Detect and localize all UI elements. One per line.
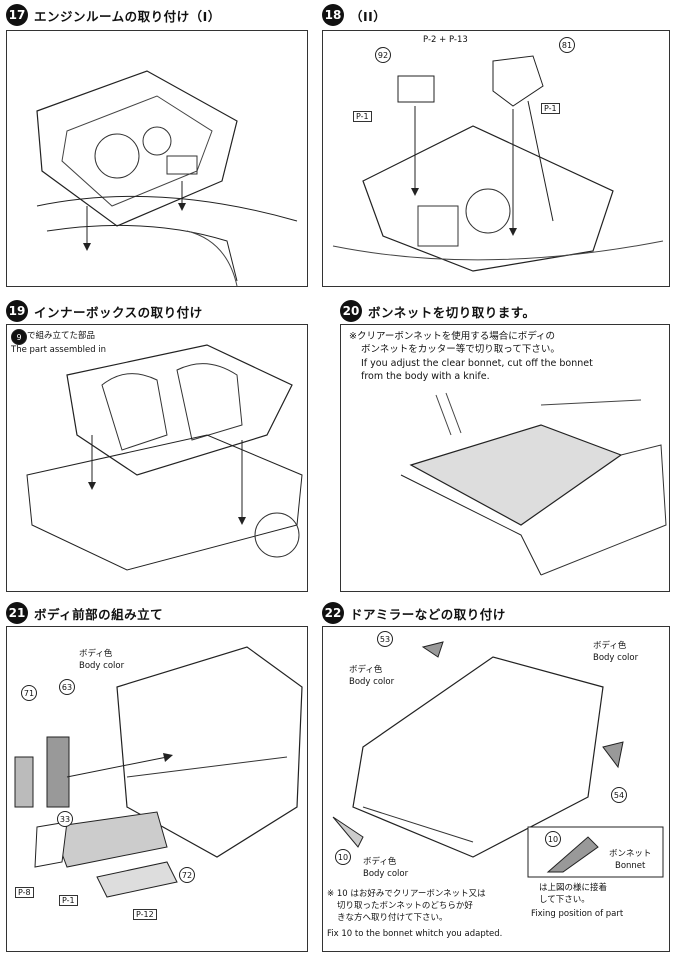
note-en: The part assembled in <box>11 345 107 355</box>
step-number: 21 <box>6 602 28 624</box>
body-color-jp: ボディ色 <box>593 641 627 651</box>
step-number: 20 <box>340 300 362 322</box>
inset-note-en: Fixing position of part <box>531 909 624 919</box>
engine-parts-illustration <box>332 55 664 272</box>
part-71-marker: 71 <box>21 685 37 701</box>
step-title: ドアミラーなどの取り付け <box>350 606 506 622</box>
note-jp-1: ※クリアーボンネットを使用する場合にボディの <box>349 331 556 342</box>
body-color-jp: ボディ色 <box>363 857 397 867</box>
step-17-header: 17 エンジンルームの取り付け（I） <box>6 4 221 26</box>
step-title: ボディ前部の組み立て <box>34 606 164 622</box>
step-21-header: 21 ボディ前部の組み立て <box>6 602 163 624</box>
body-color-en: Body color <box>363 869 409 879</box>
body-color-en: Body color <box>79 661 125 671</box>
note-en-1: If you adjust the clear bonnet, cut off … <box>361 358 593 369</box>
sprue-label: P-8 <box>15 887 34 898</box>
part-33-marker: 33 <box>57 811 73 827</box>
door-mirror-illustration <box>332 641 664 878</box>
step-18-panel: 92 81 P-2 + P-13 P-1 P-1 <box>322 30 670 287</box>
footnote-jp-2: 切り取ったボンネットのどちらか好 <box>337 901 473 911</box>
footnote-jp-3: きな方へ取り付けて下さい。 <box>337 913 448 923</box>
step-number: 22 <box>322 602 344 624</box>
footnote-jp-1: ※ 10 はお好みでクリアーボンネット又は <box>327 889 486 899</box>
sprue-label: P-1 <box>59 895 78 906</box>
step-22-header: 22 ドアミラーなどの取り付け <box>322 602 506 624</box>
front-body-illustration <box>14 646 303 898</box>
note-jp-2: ボンネットをカッター等で切り取って下さい。 <box>361 344 560 355</box>
step-19-panel: 9 で組み立てた部品 The part assembled in <box>6 324 308 592</box>
part-10-marker: 10 <box>335 849 351 865</box>
step-ref-marker: 9 <box>11 329 27 345</box>
step-20-header: 20 ボンネットを切り取ります。 <box>340 300 536 322</box>
sprue-label: P-2 + P-13 <box>423 35 468 45</box>
inset-note-jp-1: は上図の様に接着 <box>539 883 608 893</box>
step-number: 17 <box>6 4 28 26</box>
inset-bonnet-jp: ボンネット <box>609 849 652 859</box>
part-54-marker: 54 <box>611 787 627 803</box>
sprue-label: P-1 <box>541 103 560 114</box>
body-color-jp: ボディ色 <box>79 649 113 659</box>
body-color-en: Body color <box>349 677 395 687</box>
step-number: 19 <box>6 300 28 322</box>
step-19-header: 19 インナーボックスの取り付け <box>6 300 203 322</box>
step-title: エンジンルームの取り付け（I） <box>34 8 221 24</box>
step-title: インナーボックスの取り付け <box>34 304 203 320</box>
step-number: 18 <box>322 4 344 26</box>
bonnet-cut-illustration <box>400 392 667 576</box>
inset-part-marker: 10 <box>545 831 561 847</box>
inset-note-jp-2: して下さい。 <box>539 895 590 905</box>
part-92-marker: 92 <box>375 47 391 63</box>
step-title: ボンネットを切り取ります。 <box>368 304 536 320</box>
footnote-en: Fix 10 to the bonnet whitch you adapted. <box>327 929 503 939</box>
step-title: （II） <box>350 8 387 24</box>
inner-box-illustration <box>26 344 303 571</box>
step-20-panel: ※クリアーボンネットを使用する場合にボディの ボンネットをカッター等で切り取って… <box>340 324 670 592</box>
note-en-2: from the body with a knife. <box>361 371 490 382</box>
part-72-marker: 72 <box>179 867 195 883</box>
engine-room-illustration <box>36 70 298 286</box>
step-21-panel: ボディ色 Body color 71 63 33 72 P-8 P-1 P-12 <box>6 626 308 952</box>
part-81-marker: 81 <box>559 37 575 53</box>
step-22-panel: 53 ボディ色 Body color ボディ色 Body color 54 10… <box>322 626 670 952</box>
note-jp: で組み立てた部品 <box>27 331 96 341</box>
sprue-label: P-12 <box>133 909 157 920</box>
part-53-marker: 53 <box>377 631 393 647</box>
inset-bonnet-en: Bonnet <box>615 861 646 871</box>
body-color-en: Body color <box>593 653 639 663</box>
step-17-panel <box>6 30 308 287</box>
body-color-jp: ボディ色 <box>349 665 383 675</box>
sprue-label: P-1 <box>353 111 372 122</box>
part-63-marker: 63 <box>59 679 75 695</box>
step-18-header: 18 （II） <box>322 4 386 26</box>
